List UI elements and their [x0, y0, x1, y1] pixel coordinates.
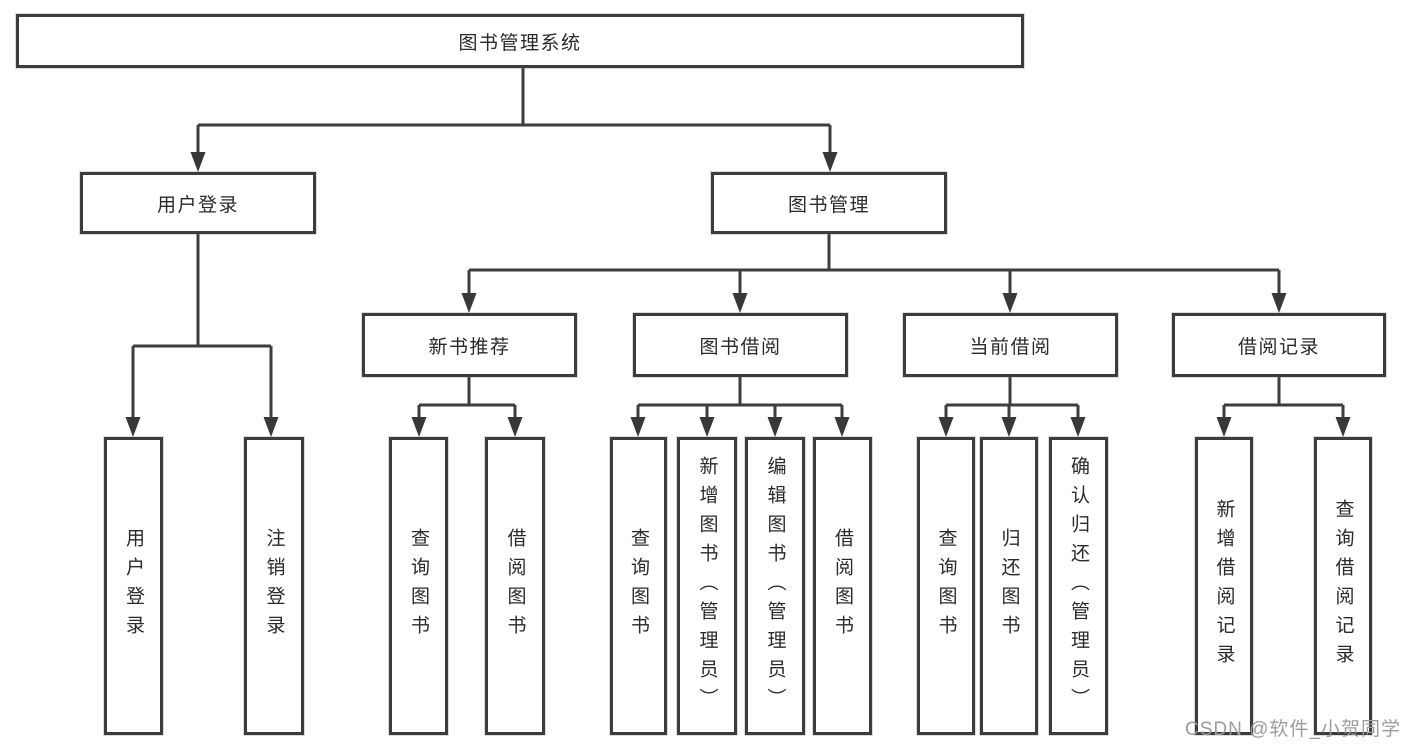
- csdn-watermark: CSDN @软件_小贺同学: [1185, 719, 1401, 740]
- leaf-add-books-admin: 新增图书（管理员）: [677, 437, 737, 735]
- node-library-management-system: 图书管理系统: [16, 14, 1024, 68]
- leaf-logout: 注销登录: [244, 437, 304, 735]
- leaf-return-books: 归还图书: [980, 437, 1038, 735]
- node-label: 新书推荐: [428, 336, 511, 358]
- node-label: 借阅记录: [1237, 336, 1320, 358]
- node-label: 用户登录: [156, 194, 239, 216]
- node-book-borrow: 图书借阅: [633, 313, 848, 377]
- leaf-user-login: 用户登录: [104, 437, 163, 735]
- leaf-borrow-books-recommend: 借阅图书: [485, 437, 545, 735]
- node-label: 借阅图书: [832, 528, 853, 644]
- node-label: 查询图书: [628, 528, 649, 644]
- node-label: 用户登录: [123, 528, 144, 644]
- node-borrow-records: 借阅记录: [1172, 313, 1386, 377]
- node-label: 归还图书: [998, 528, 1020, 644]
- node-current-borrow: 当前借阅: [903, 313, 1118, 377]
- node-label: 新增图书（管理员）: [696, 455, 718, 717]
- node-label: 查询图书: [935, 528, 957, 644]
- node-book-management: 图书管理: [711, 172, 947, 234]
- node-label: 编辑图书（管理员）: [764, 455, 786, 717]
- leaf-query-books-recommend: 查询图书: [389, 437, 448, 735]
- node-new-book-recommend: 新书推荐: [362, 313, 577, 377]
- node-label: 图书借阅: [699, 336, 782, 358]
- leaf-add-borrow-record: 新增借阅记录: [1195, 437, 1253, 735]
- node-label: 新增借阅记录: [1213, 499, 1235, 673]
- node-label: 确认归还（管理员）: [1068, 455, 1089, 717]
- leaf-query-books-current: 查询图书: [917, 437, 975, 735]
- leaf-query-books-borrow: 查询图书: [610, 437, 667, 735]
- node-label: 借阅图书: [504, 528, 526, 644]
- node-label: 查询图书: [408, 528, 429, 644]
- node-label: 注销登录: [263, 528, 285, 644]
- node-label: 图书管理系统: [458, 32, 582, 54]
- node-user-login-group: 用户登录: [80, 172, 316, 234]
- leaf-edit-books-admin: 编辑图书（管理员）: [745, 437, 805, 735]
- leaf-confirm-return-admin: 确认归还（管理员）: [1049, 437, 1108, 735]
- leaf-borrow-books: 借阅图书: [813, 437, 872, 735]
- node-label: 查询借阅记录: [1332, 499, 1354, 673]
- leaf-query-borrow-record: 查询借阅记录: [1314, 437, 1372, 735]
- node-label: 图书管理: [787, 194, 870, 216]
- node-label: 当前借阅: [969, 336, 1052, 358]
